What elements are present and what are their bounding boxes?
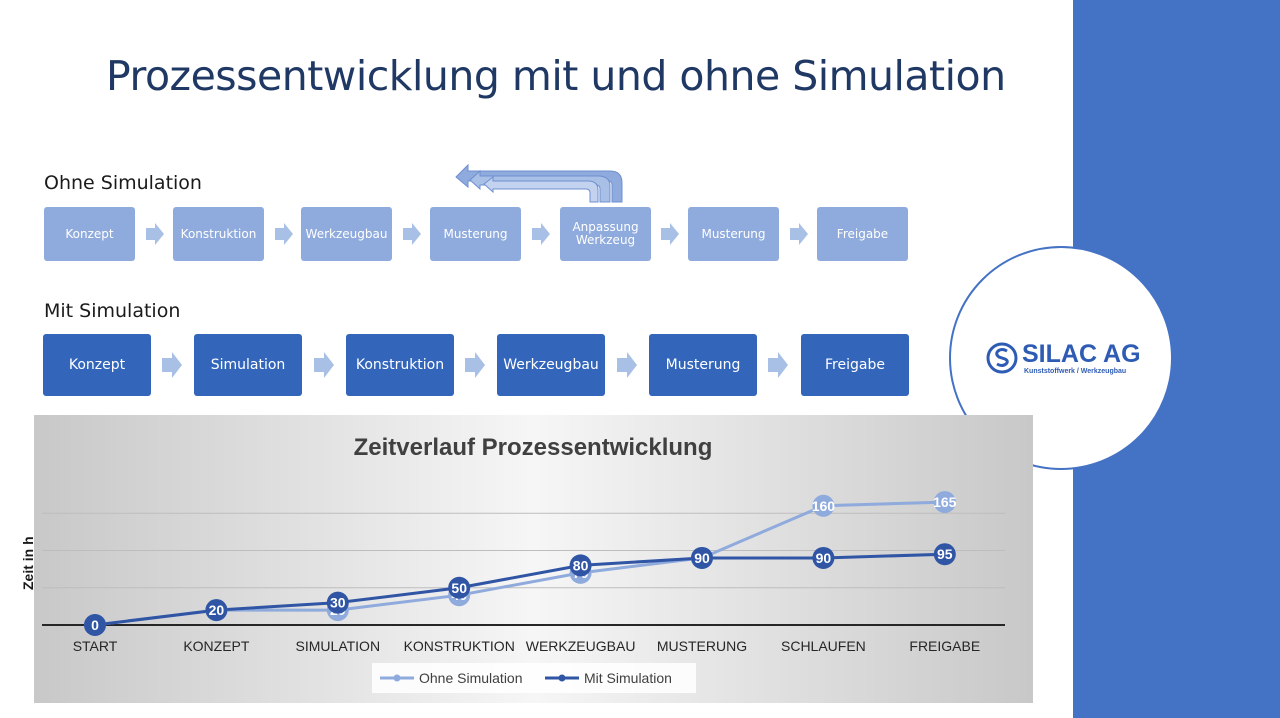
arrow-right-icon — [661, 223, 679, 245]
arrow-right-icon — [790, 223, 808, 245]
step-arrows — [146, 223, 808, 378]
x-tick-label: SIMULATION — [296, 638, 381, 654]
arrow-right-icon — [465, 352, 485, 378]
data-label: 80 — [573, 557, 589, 573]
x-tick-label: KONZEPT — [183, 638, 250, 654]
x-tick-label: WERKZEUGBAU — [526, 638, 636, 654]
data-point: 80 — [569, 554, 592, 577]
legend-box — [372, 663, 696, 693]
page-title: Prozessentwicklung mit und ohne Simulati… — [106, 52, 1006, 100]
legend-label: Mit Simulation — [584, 670, 672, 686]
arrow-right-icon — [275, 223, 293, 245]
mit-step-freigabe: Freigabe — [801, 334, 909, 396]
data-point: 165 — [933, 491, 957, 514]
arrow-right-icon — [617, 352, 637, 378]
x-tick-label: SCHLAUFEN — [781, 638, 866, 654]
legend-label: Ohne Simulation — [419, 670, 523, 686]
data-marker — [933, 543, 956, 566]
data-marker — [812, 494, 835, 517]
data-label: 160 — [812, 498, 836, 514]
data-label: 90 — [694, 550, 710, 566]
ohne-step-musterung: Musterung — [430, 207, 521, 261]
x-tick-label: MUSTERUNG — [657, 638, 747, 654]
mit-step-konzept: Konzept — [43, 334, 151, 396]
data-marker — [205, 599, 228, 622]
data-label: 20 — [209, 602, 225, 618]
data-point: 90 — [691, 546, 713, 569]
arrow-right-icon — [532, 223, 550, 245]
data-point: 50 — [448, 576, 471, 599]
data-marker — [448, 576, 471, 599]
mit-step-musterung: Musterung — [649, 334, 757, 396]
legend-marker — [393, 674, 401, 682]
ohne-step-konstruktion: Konstruktion — [173, 207, 264, 261]
data-marker — [933, 491, 956, 514]
chart-title: Zeitverlauf Prozessentwicklung — [354, 434, 713, 461]
data-label: 90 — [816, 550, 832, 566]
ohne-step-werkzeugbau: Werkzeugbau — [301, 207, 392, 261]
x-tick-label: FREIGABE — [909, 638, 980, 654]
legend-marker — [558, 674, 566, 682]
legend-item: Mit Simulation — [545, 670, 672, 686]
data-label: 50 — [451, 580, 467, 596]
arrow-right-icon — [403, 223, 421, 245]
data-point: 95 — [933, 543, 956, 566]
mit-step-simulation: Simulation — [194, 334, 302, 396]
arrow-right-icon — [768, 352, 788, 378]
ohne-step-musterung-2: Musterung — [688, 207, 779, 261]
x-tick-label: START — [73, 638, 118, 654]
series-line-1 — [94, 552, 945, 627]
data-marker — [691, 546, 713, 569]
x-tick-label: KONSTRUKTION — [404, 638, 515, 654]
data-label: 30 — [330, 595, 346, 611]
chart-background — [34, 415, 1033, 703]
ohne-step-freigabe: Freigabe — [817, 207, 908, 261]
ohne-step-konzept: Konzept — [44, 207, 135, 261]
mit-simulation-label: Mit Simulation — [44, 300, 181, 322]
data-label: 0 — [91, 617, 99, 633]
data-point: 160 — [812, 494, 836, 517]
data-marker — [326, 591, 349, 614]
data-point: 0 — [84, 614, 106, 636]
arrow-right-icon — [146, 223, 164, 245]
loop-arrows — [455, 163, 623, 203]
logo-name: SILAC AG — [1022, 340, 1141, 368]
chart-ylabel: Zeit in h — [20, 536, 36, 590]
data-marker — [569, 554, 592, 577]
data-label: 95 — [937, 546, 953, 562]
logo-subtitle: Kunststoffwerk / Werkzeugbau — [1024, 368, 1127, 375]
mit-step-werkzeugbau: Werkzeugbau — [497, 334, 605, 396]
data-point: 90 — [812, 546, 835, 569]
silac-logo-icon — [986, 342, 1018, 374]
data-marker — [84, 614, 106, 636]
data-point: 20 — [205, 599, 228, 622]
arrow-right-icon — [314, 352, 334, 378]
data-label: 165 — [933, 494, 957, 510]
mit-step-konstruktion: Konstruktion — [346, 334, 454, 396]
ohne-step-anpassung-werkzeug: Anpassung Werkzeug — [560, 207, 651, 261]
data-marker — [812, 546, 835, 569]
line-chart: Zeitverlauf Prozessentwicklung Zeit in h… — [20, 434, 1005, 693]
arrow-right-icon — [162, 352, 182, 378]
ohne-simulation-label: Ohne Simulation — [44, 172, 202, 194]
legend-item: Ohne Simulation — [380, 670, 523, 686]
data-point: 30 — [326, 591, 349, 614]
